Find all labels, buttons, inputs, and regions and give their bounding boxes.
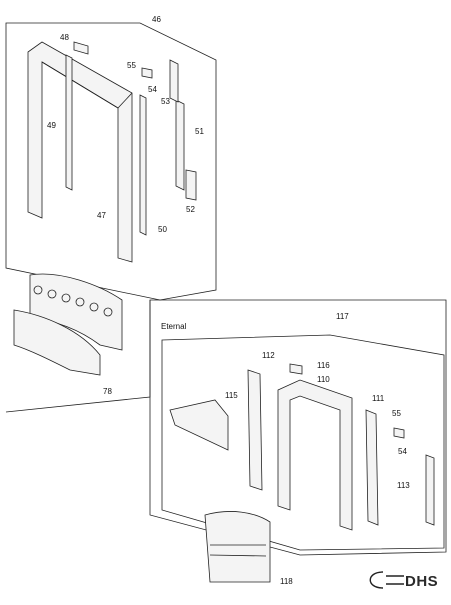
label-48: 48 — [60, 33, 69, 42]
label-116: 116 — [317, 361, 330, 370]
dhs-brand-text: DHS — [405, 573, 439, 590]
label-50: 50 — [158, 225, 167, 234]
frame-47 — [27, 41, 133, 263]
clip-55 — [141, 67, 153, 79]
lower-panel-outline — [149, 299, 447, 556]
label-55: 55 — [127, 61, 136, 70]
rail-50 — [139, 94, 147, 236]
label-51: 51 — [195, 127, 204, 136]
label-52: 52 — [186, 205, 195, 214]
clip-55-lower — [393, 427, 405, 439]
dhs-logo-mark — [369, 571, 404, 589]
frame-110 — [277, 379, 353, 531]
clip-48 — [73, 41, 89, 55]
label-78: 78 — [103, 387, 112, 396]
label-111: 111 — [372, 394, 385, 403]
label-110: 110 — [317, 375, 330, 384]
fire-basket-78 — [13, 273, 123, 376]
label-47: 47 — [97, 211, 106, 220]
label-55-lower: 55 — [392, 409, 401, 418]
fret-118 — [204, 511, 271, 583]
clip-116 — [289, 363, 303, 375]
label-117: 117 — [336, 312, 349, 321]
lower-inner-frame — [161, 334, 445, 551]
rail-49 — [65, 54, 73, 191]
bracket-53 — [169, 59, 179, 103]
bracket-51 — [175, 99, 185, 191]
bracket-113 — [425, 454, 435, 526]
bracket-52 — [185, 169, 197, 201]
label-112: 112 — [262, 351, 275, 360]
canopy-115 — [169, 399, 229, 451]
upper-panel-outline — [5, 22, 217, 301]
lower-panel-title: Eternal — [161, 322, 187, 331]
label-54: 54 — [148, 85, 157, 94]
label-53: 53 — [161, 97, 170, 106]
bracket-112 — [247, 369, 263, 491]
label-46: 46 — [152, 15, 161, 24]
label-54-lower: 54 — [398, 447, 407, 456]
lower-parts — [169, 363, 435, 583]
label-113: 113 — [397, 481, 410, 490]
rail-111 — [365, 409, 379, 526]
label-49: 49 — [47, 121, 56, 130]
label-118: 118 — [280, 577, 293, 586]
upper-parts — [27, 41, 197, 263]
label-115: 115 — [225, 391, 238, 400]
